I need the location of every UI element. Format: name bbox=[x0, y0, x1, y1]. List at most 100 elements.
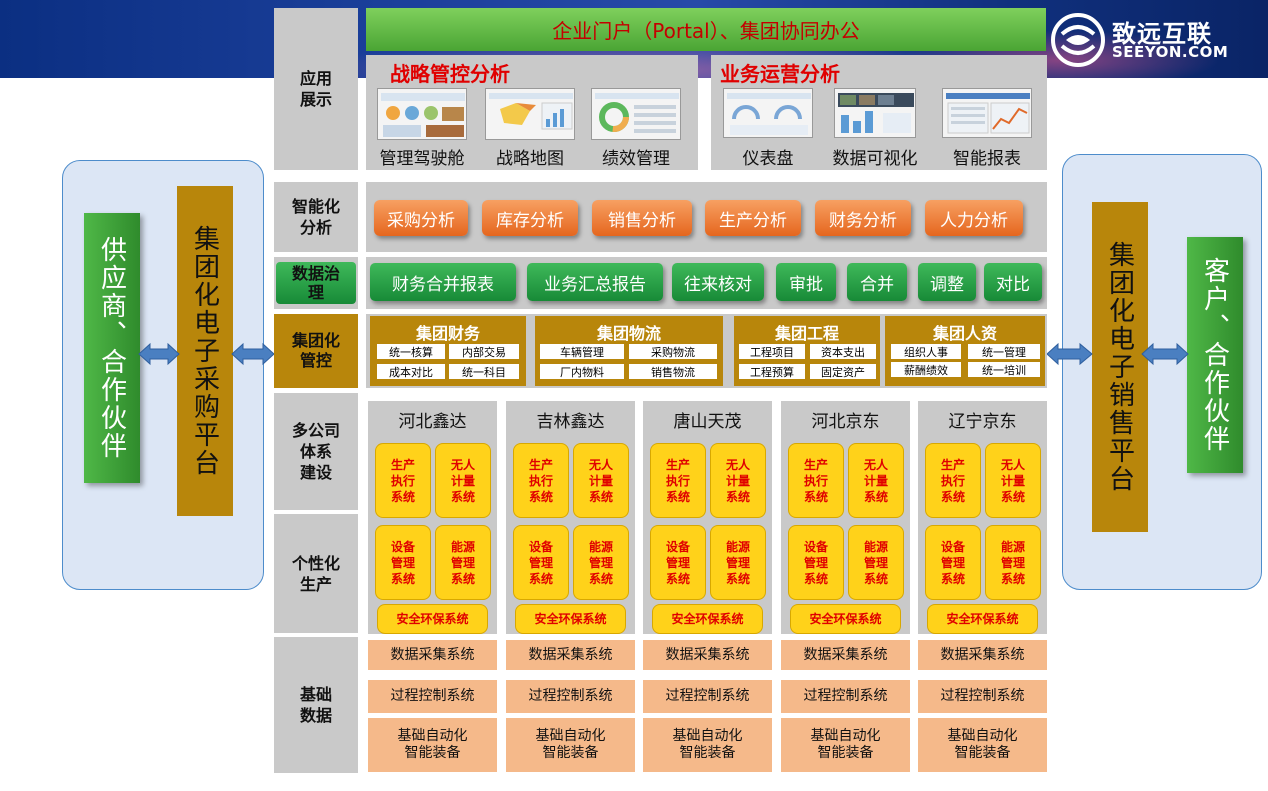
metering-system-box: 无人 计量 系统 bbox=[573, 443, 629, 518]
sales-platform-box: 集团化电子销售平台 bbox=[1092, 202, 1148, 532]
process-control-box: 过程控制系统 bbox=[368, 680, 497, 713]
governance-reconcile: 往来核对 bbox=[672, 263, 764, 301]
analysis-sales: 销售分析 bbox=[592, 200, 692, 236]
operations-item-visualization: 数据可视化 bbox=[832, 149, 918, 169]
group-engineering-item: 工程预算 bbox=[739, 364, 805, 379]
performance-thumbnail bbox=[591, 88, 681, 140]
safety-system-box: 安全环保系统 bbox=[927, 604, 1038, 634]
process-control-box: 过程控制系统 bbox=[506, 680, 635, 713]
group-finance-item: 内部交易 bbox=[449, 344, 519, 359]
group-logistics-item: 车辆管理 bbox=[540, 344, 624, 359]
production-system-box: 生产 执行 系统 bbox=[788, 443, 844, 518]
dashboard-thumbnail bbox=[377, 88, 467, 140]
brand-name-en: SEEYON.COM bbox=[1112, 43, 1229, 61]
governance-merge: 合并 bbox=[847, 263, 907, 301]
governance-approve: 审批 bbox=[776, 263, 836, 301]
metering-system-box: 无人 计量 系统 bbox=[435, 443, 491, 518]
company-name: 河北鑫达 bbox=[398, 412, 467, 432]
data-collection-box: 数据采集系统 bbox=[643, 640, 772, 670]
data-collection-box: 数据采集系统 bbox=[918, 640, 1047, 670]
analysis-finance: 财务分析 bbox=[815, 200, 911, 236]
analysis-hr: 人力分析 bbox=[925, 200, 1023, 236]
company-name: 辽宁京东 bbox=[948, 412, 1017, 432]
energy-system-box: 能源 管理 系统 bbox=[573, 525, 629, 600]
group-hr-item: 组织人事 bbox=[891, 344, 961, 359]
strategy-item-cockpit: 管理驾驶舱 bbox=[379, 149, 465, 169]
energy-system-box: 能源 管理 系统 bbox=[435, 525, 491, 600]
governance-consolidated: 财务合并报表 bbox=[370, 263, 516, 301]
automation-box: 基础自动化 智能装备 bbox=[368, 718, 497, 772]
company-name: 河北京东 bbox=[811, 412, 880, 432]
group-finance-item: 成本对比 bbox=[377, 364, 445, 379]
governance-compare: 对比 bbox=[984, 263, 1042, 301]
operations-item-report: 智能报表 bbox=[953, 149, 1021, 169]
row-label-app: 应用 展示 bbox=[274, 8, 358, 170]
automation-box: 基础自动化 智能装备 bbox=[918, 718, 1047, 772]
governance-adjust: 调整 bbox=[918, 263, 976, 301]
equipment-system-box: 设备 管理 系统 bbox=[513, 525, 569, 600]
portal-banner: 企业门户（Portal）、集团协同办公 bbox=[366, 8, 1046, 51]
process-control-box: 过程控制系统 bbox=[643, 680, 772, 713]
metering-system-box: 无人 计量 系统 bbox=[848, 443, 904, 518]
analysis-inventory: 库存分析 bbox=[482, 200, 578, 236]
group-logistics-item: 厂内物料 bbox=[540, 364, 624, 379]
strategy-title: 战略管控分析 bbox=[390, 62, 510, 86]
row-label-multi-company: 多公司 体系 建设 bbox=[274, 393, 358, 510]
production-system-box: 生产 执行 系统 bbox=[925, 443, 981, 518]
visualization-thumbnail bbox=[834, 88, 916, 138]
seeyon-logo-icon bbox=[1051, 13, 1105, 67]
group-hr-title: 集团人资 bbox=[932, 324, 997, 343]
analysis-procurement: 采购分析 bbox=[374, 200, 468, 236]
metering-system-box: 无人 计量 系统 bbox=[985, 443, 1041, 518]
production-system-box: 生产 执行 系统 bbox=[513, 443, 569, 518]
automation-box: 基础自动化 智能装备 bbox=[781, 718, 910, 772]
energy-system-box: 能源 管理 系统 bbox=[848, 525, 904, 600]
data-collection-box: 数据采集系统 bbox=[368, 640, 497, 670]
strategy-item-map: 战略地图 bbox=[496, 149, 564, 169]
strategy-map-thumbnail bbox=[485, 88, 575, 140]
safety-system-box: 安全环保系统 bbox=[652, 604, 763, 634]
automation-box: 基础自动化 智能装备 bbox=[506, 718, 635, 772]
process-control-box: 过程控制系统 bbox=[781, 680, 910, 713]
row-label-base: 基础 数据 bbox=[274, 637, 358, 773]
strategy-item-performance: 绩效管理 bbox=[602, 149, 670, 169]
equipment-system-box: 设备 管理 系统 bbox=[650, 525, 706, 600]
metering-system-box: 无人 计量 系统 bbox=[710, 443, 766, 518]
supplier-partner-box: 供应商、合作伙伴 bbox=[84, 213, 140, 483]
process-control-box: 过程控制系统 bbox=[918, 680, 1047, 713]
row-label-personalized: 个性化 生产 bbox=[274, 514, 358, 633]
safety-system-box: 安全环保系统 bbox=[377, 604, 488, 634]
row-label-group-control: 集团化 管控 bbox=[274, 314, 358, 388]
group-logistics-item: 采购物流 bbox=[629, 344, 717, 359]
company-name: 吉林鑫达 bbox=[536, 412, 605, 432]
group-finance-item: 统一科目 bbox=[449, 364, 519, 379]
brand-name-cn: 致远互联 bbox=[1112, 20, 1212, 48]
operations-title: 业务运营分析 bbox=[720, 62, 840, 86]
group-hr-item: 薪酬绩效 bbox=[891, 362, 961, 377]
group-engineering-item: 工程项目 bbox=[739, 344, 805, 359]
customer-partner-box: 客户、合作伙伴 bbox=[1187, 237, 1243, 473]
automation-box: 基础自动化 智能装备 bbox=[643, 718, 772, 772]
equipment-system-box: 设备 管理 系统 bbox=[375, 525, 431, 600]
safety-system-box: 安全环保系统 bbox=[790, 604, 901, 634]
group-engineering-item: 固定资产 bbox=[810, 364, 876, 379]
governance-summary: 业务汇总报告 bbox=[527, 263, 663, 301]
data-collection-box: 数据采集系统 bbox=[781, 640, 910, 670]
production-system-box: 生产 执行 系统 bbox=[650, 443, 706, 518]
energy-system-box: 能源 管理 系统 bbox=[710, 525, 766, 600]
equipment-system-box: 设备 管理 系统 bbox=[788, 525, 844, 600]
group-finance-item: 统一核算 bbox=[377, 344, 445, 359]
row-label-intelligent: 智能化 分析 bbox=[274, 182, 358, 252]
group-logistics-item: 销售物流 bbox=[629, 364, 717, 379]
group-engineering-item: 资本支出 bbox=[810, 344, 876, 359]
group-logistics-title: 集团物流 bbox=[596, 324, 661, 343]
equipment-system-box: 设备 管理 系统 bbox=[925, 525, 981, 600]
safety-system-box: 安全环保系统 bbox=[515, 604, 626, 634]
group-finance-title: 集团财务 bbox=[415, 324, 480, 343]
analysis-production: 生产分析 bbox=[705, 200, 801, 236]
energy-system-box: 能源 管理 系统 bbox=[985, 525, 1041, 600]
company-name: 唐山天茂 bbox=[673, 412, 742, 432]
gauge-thumbnail bbox=[723, 88, 813, 138]
procurement-platform-box: 集团化电子采购平台 bbox=[177, 186, 233, 516]
row-label-governance: 数据治 理 bbox=[276, 262, 356, 304]
